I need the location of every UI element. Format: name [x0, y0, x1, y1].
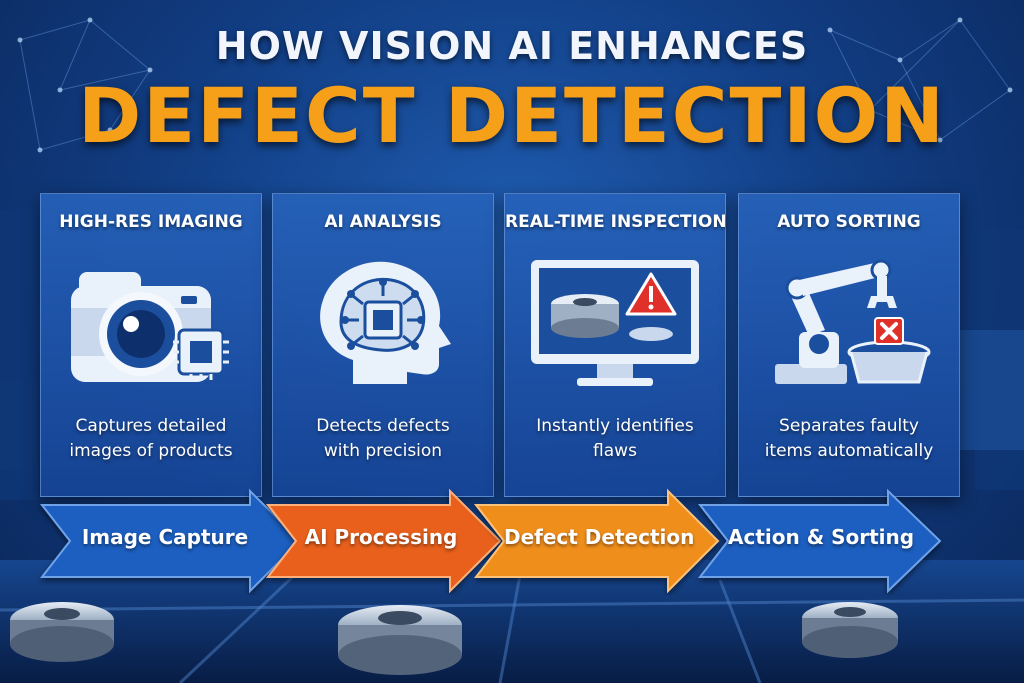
card-title: HIGH-RES IMAGING: [59, 212, 243, 232]
title-line-2: DEFECT DETECTION: [78, 71, 946, 160]
network-nodes: [17, 17, 1013, 153]
title-line-1: HOW VISION AI ENHANCES: [215, 24, 809, 68]
metal-part-left: [10, 602, 114, 662]
card-auto-sorting: AUTO SORTING Separates faulty items au: [738, 193, 960, 497]
step-label-ai-processing: AI Processing: [304, 525, 458, 549]
ai-brain-icon: [320, 261, 451, 384]
card-high-res-imaging: HIGH-RES IMAGING Captures detailed: [40, 193, 262, 497]
step-label-image-capture: Image Capture: [81, 525, 249, 549]
card-desc-line-1: Separates faulty: [779, 416, 919, 436]
step-arrow-ai-processing: [265, 488, 502, 594]
metal-part-center: [338, 605, 462, 675]
robot-arm-icon: [775, 259, 931, 384]
camera-chip-icon: [71, 272, 229, 382]
card-real-time-inspection: REAL-TIME INSPECTION Instantly identifie…: [504, 193, 727, 497]
card-ai-analysis: AI ANALYSIS Detects defects with precisi…: [272, 193, 494, 497]
card-desc-line-2: items automatically: [764, 441, 934, 461]
conveyor-rails: [0, 568, 1024, 683]
card-description: Separates faulty items automatically: [739, 414, 959, 464]
card-description: Detects defects with precision: [273, 414, 493, 464]
card-desc-line-2: flaws: [593, 441, 637, 461]
factory-silhouette: [0, 210, 1024, 500]
card-description: Instantly identifies flaws: [505, 414, 725, 464]
card-title: REAL-TIME INSPECTION: [505, 212, 727, 232]
card-desc-line-2: with precision: [323, 441, 443, 461]
step-arrow-action-sorting: [697, 488, 942, 594]
card-desc-line-2: images of products: [69, 441, 233, 461]
monitor-warning-icon: [531, 260, 699, 386]
process-arrows: [39, 488, 942, 594]
step-arrow-defect-detection: [473, 488, 720, 594]
card-desc-line-1: Instantly identifies: [536, 416, 694, 436]
card-title: AI ANALYSIS: [324, 212, 442, 232]
card-description: Captures detailed images of products: [41, 414, 261, 464]
card-title: AUTO SORTING: [777, 212, 921, 232]
metal-part-right: [802, 602, 898, 658]
card-desc-line-1: Captures detailed: [75, 416, 227, 436]
step-label-action-sorting: Action & Sorting: [728, 525, 915, 549]
title-block: HOW VISION AI ENHANCES DEFECT DETECTION: [0, 24, 1024, 158]
step-arrow-image-capture: [39, 488, 302, 594]
card-desc-line-1: Detects defects: [316, 416, 450, 436]
step-label-defect-detection: Defect Detection: [504, 525, 695, 549]
